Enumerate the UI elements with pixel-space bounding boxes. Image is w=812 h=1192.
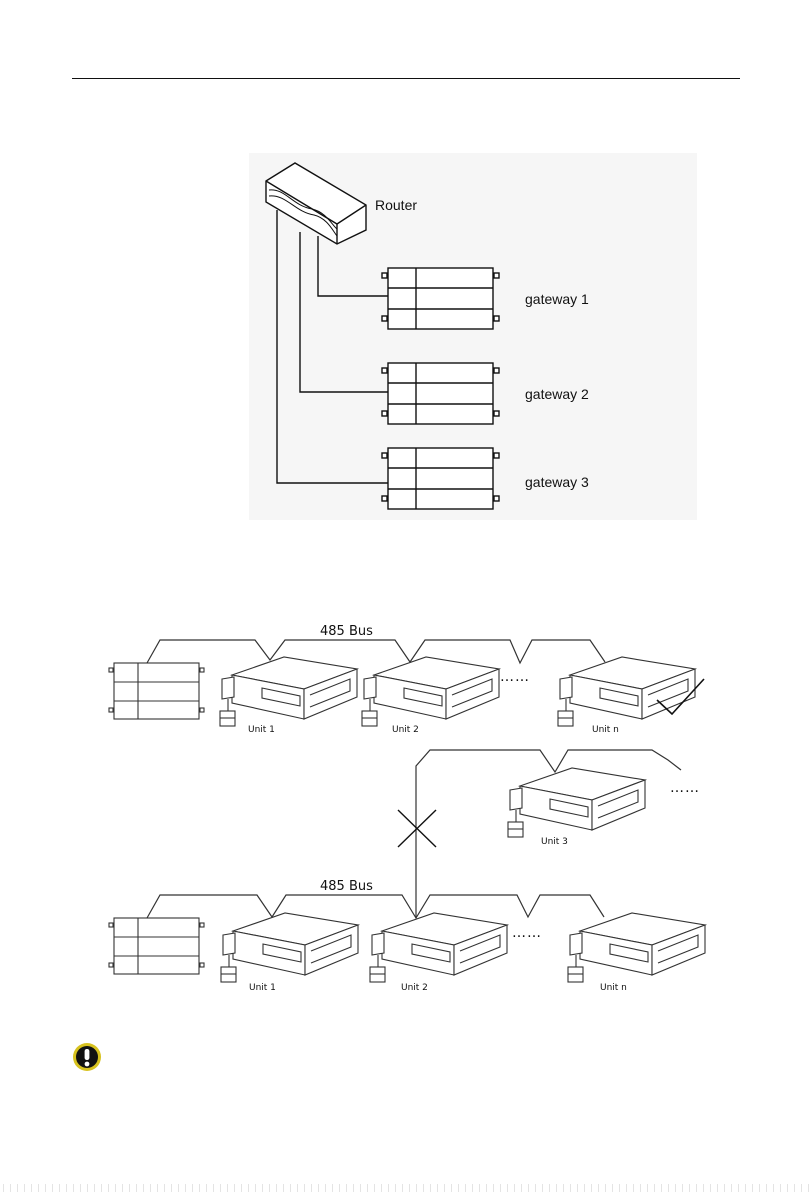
bus-label-correct: 485 Bus bbox=[320, 624, 373, 639]
unit-n-label-wrong: Unit n bbox=[600, 983, 627, 993]
warning-icon bbox=[72, 1042, 102, 1072]
indoor-unit-1-correct bbox=[220, 657, 357, 726]
unit-1-label-correct: Unit 1 bbox=[248, 725, 275, 735]
unit-n-label-correct: Unit n bbox=[592, 725, 619, 735]
gateway-3-device bbox=[382, 448, 499, 509]
router-label: Router bbox=[375, 197, 417, 213]
cross-mark bbox=[398, 810, 436, 847]
gateway-1-label: gateway 1 bbox=[525, 291, 589, 307]
indoor-unit-n-correct bbox=[558, 657, 695, 726]
cable-gateway-2 bbox=[300, 232, 388, 392]
bus-label-wrong: 485 Bus bbox=[320, 879, 373, 894]
ellipsis-wrong: …… bbox=[512, 925, 542, 941]
unit-3-label: Unit 3 bbox=[541, 837, 568, 847]
cable-gateway-3 bbox=[277, 210, 388, 483]
indoor-unit-n-wrong bbox=[568, 913, 705, 982]
indoor-unit-3-branch bbox=[508, 768, 645, 837]
page-bottom-edge bbox=[0, 1184, 812, 1192]
gateway-3-label: gateway 3 bbox=[525, 474, 589, 490]
router-icon bbox=[266, 163, 366, 244]
unit-2-label-correct: Unit 2 bbox=[392, 725, 419, 735]
gateway-device-correct bbox=[109, 663, 204, 719]
gateway-2-device bbox=[382, 363, 499, 424]
gateway-device-wrong bbox=[109, 918, 204, 974]
indoor-unit-2-wrong bbox=[370, 913, 507, 982]
gateway-2-label: gateway 2 bbox=[525, 386, 589, 402]
ellipsis-correct: …… bbox=[500, 669, 530, 685]
unit-2-label-wrong: Unit 2 bbox=[401, 983, 428, 993]
indoor-unit-1-wrong bbox=[221, 913, 358, 982]
gateway-1-device bbox=[382, 268, 499, 329]
bus-line-wrong bbox=[147, 895, 604, 918]
bus-line-correct bbox=[147, 640, 605, 663]
unit-1-label-wrong: Unit 1 bbox=[249, 983, 276, 993]
branch-bus-line bbox=[416, 750, 681, 918]
indoor-unit-2-correct bbox=[362, 657, 499, 726]
ellipsis-branch: …… bbox=[670, 780, 700, 796]
cable-gateway-1 bbox=[318, 236, 388, 296]
